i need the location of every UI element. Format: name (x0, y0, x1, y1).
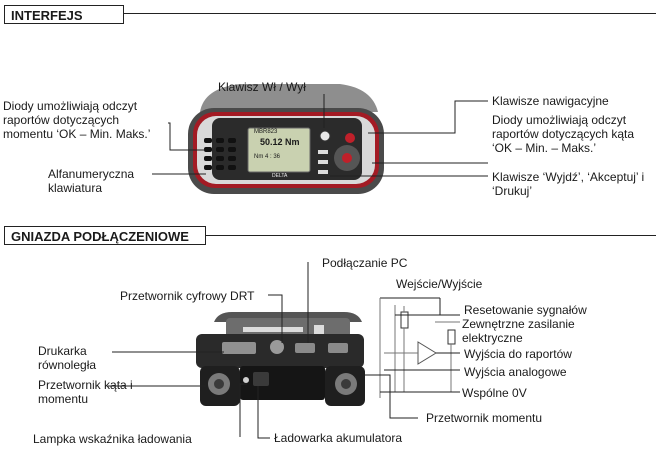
label-parallel-printer: Drukarka równoległa (38, 344, 97, 372)
label-diodes-right: Diody umożliwiają odczyt raportów dotycz… (492, 113, 635, 155)
leader-diodes-left (168, 122, 205, 151)
label-power-key: Klawisz Wł / Wył (218, 80, 306, 94)
label-alphanumeric-keyboard: Alfanumeryczna klawiatura (48, 167, 135, 195)
leader-torque (362, 374, 418, 419)
section-title-interface: INTERFEJS (4, 5, 124, 24)
label-charge-lamp: Lampka wskaźnika ładowania (33, 432, 192, 446)
label-drt-converter: Przetwornik cyfrowy DRT (120, 289, 255, 303)
device-front (188, 84, 384, 194)
label-navigation-keys: Klawisze nawigacyjne (492, 94, 609, 108)
label-external-power: Zewnętrzne zasilanie elektryczne (462, 317, 575, 345)
label-torque-transducer: Przetwornik momentu (426, 411, 543, 425)
device-brand: DELTA (272, 173, 288, 179)
leader-charge-lamp (239, 383, 247, 437)
lcd-line-2: 50.12 Nm (260, 137, 300, 147)
leader-lines (108, 94, 488, 439)
section-rule-interface (124, 13, 656, 14)
leader-charger (257, 386, 270, 439)
label-reset-signals: Resetowanie sygnałów (464, 303, 587, 317)
section-title-sockets: GNIAZDA PODŁĄCZENIOWE (4, 226, 206, 245)
label-io: Wejście/Wyjście (396, 277, 483, 291)
label-exit-accept-print-keys: Klawisze ‘Wyjdź’, ‘Akceptuj’ i ‘Drukuj’ (492, 170, 645, 198)
label-analog-outputs: Wyjścia analogowe (464, 365, 567, 379)
lcd-line-1: MBR823 (254, 129, 278, 135)
section-rule-sockets (206, 235, 656, 236)
label-report-outputs: Wyjścia do raportów (464, 347, 572, 361)
device-back (196, 312, 365, 406)
io-wiring-diagram (379, 297, 460, 398)
lcd-line-3: Nm 4 : 36 (254, 154, 281, 160)
label-diodes-left: Diody umożliwiają odczyt raportów dotycz… (3, 99, 151, 141)
label-angle-torque-transducer: Przetwornik kąta i momentu (38, 378, 133, 406)
leader-nav-keys (368, 100, 488, 134)
leader-drt (268, 294, 283, 343)
label-battery-charger: Ładowarka akumulatora (274, 431, 403, 445)
label-pc-connection: Podłączanie PC (322, 256, 408, 270)
label-common-0v: Wspólne 0V (462, 386, 527, 400)
